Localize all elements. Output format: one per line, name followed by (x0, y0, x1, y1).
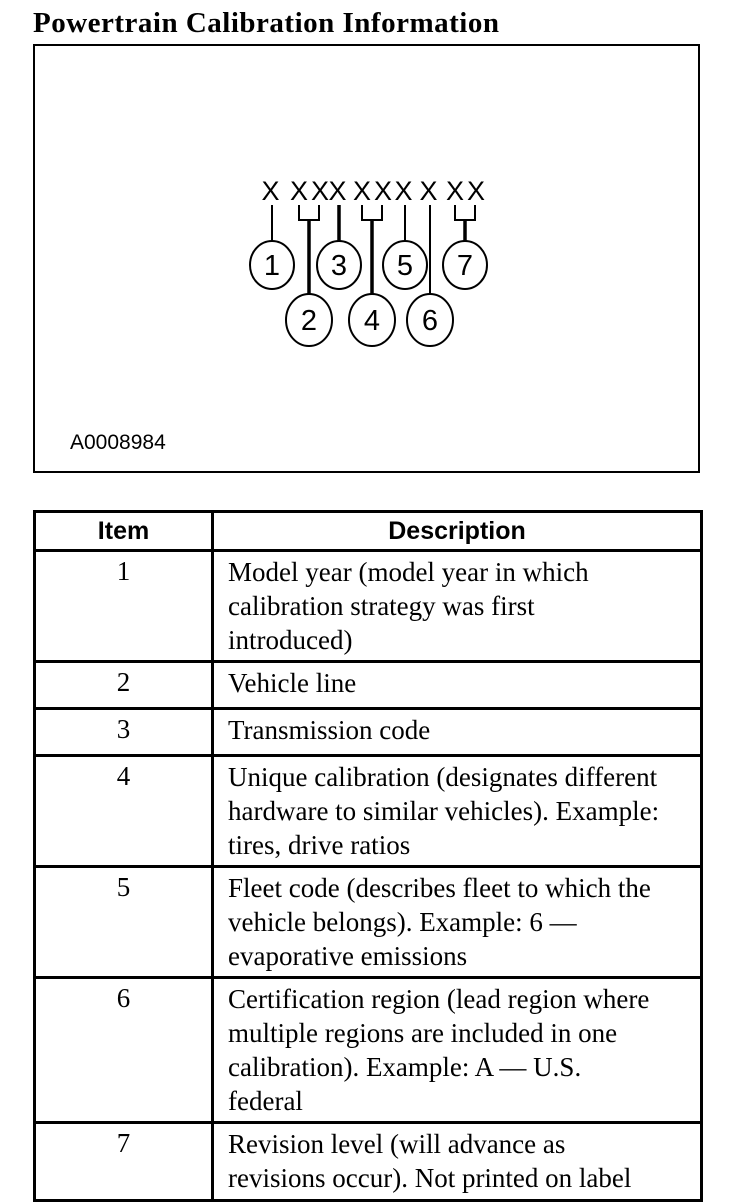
item-cell: 7 (33, 1121, 214, 1202)
callout-1-number: 1 (264, 250, 280, 282)
item-cell: 6 (33, 976, 214, 1124)
callout-7: 7 (442, 240, 488, 290)
callout-3: 3 (316, 240, 362, 290)
callout-6: 6 (406, 293, 454, 347)
calibration-code-diagram: X XX X XX X X XX (70, 176, 488, 454)
item-cell: 5 (33, 865, 214, 979)
code-group-7: XX (446, 176, 488, 206)
description-cell: Fleet code (describes fleet to which the… (211, 865, 703, 979)
code-group-4: XX (353, 176, 395, 206)
code-group-1: X (261, 176, 282, 206)
callout-5: 5 (382, 240, 428, 290)
table-header-description: Description (211, 510, 703, 552)
table-row: 5 Fleet code (describes fleet to which t… (33, 865, 703, 979)
code-group-6: X (419, 176, 440, 206)
item-cell: 2 (33, 660, 214, 710)
table-row: 3 Transmission code (33, 707, 703, 757)
table-row: 2 Vehicle line (33, 660, 703, 710)
callout-1: 1 (249, 240, 295, 290)
item-cell: 3 (33, 707, 214, 757)
callout-3-number: 3 (331, 250, 347, 282)
table-row: 4 Unique calibration (designates differe… (33, 754, 703, 868)
description-cell: Model year (model year in which calibrat… (211, 549, 703, 663)
callout-2: 2 (285, 293, 333, 347)
connector-lines (271, 205, 476, 295)
table-row: 6 Certification region (lead region wher… (33, 976, 703, 1124)
table-row: 1 Model year (model year in which calibr… (33, 549, 703, 663)
description-cell: Transmission code (211, 707, 703, 757)
table-row: 7 Revision level (will advance as revisi… (33, 1121, 703, 1202)
info-table: Item Description 1 Model year (model yea… (33, 510, 703, 1202)
figure-id-label: A0008984 (70, 431, 166, 454)
callout-2-number: 2 (301, 305, 317, 337)
code-group-2: XX (290, 176, 332, 206)
table-header-row: Item Description (33, 510, 703, 552)
code-group-5: X (394, 176, 415, 206)
callout-7-number: 7 (457, 250, 473, 282)
callout-4-number: 4 (364, 305, 380, 337)
callout-6-number: 6 (422, 305, 438, 337)
page-title: Powertrain Calibration Information (33, 7, 500, 39)
description-cell: Unique calibration (designates different… (211, 754, 703, 868)
calibration-code-text: X XX X XX X X XX (261, 176, 488, 206)
description-cell: Certification region (lead region where … (211, 976, 703, 1124)
item-cell: 1 (33, 549, 214, 663)
description-cell: Revision level (will advance as revision… (211, 1121, 703, 1202)
callout-4: 4 (348, 293, 396, 347)
item-cell: 4 (33, 754, 214, 868)
callout-5-number: 5 (397, 250, 413, 282)
description-cell: Vehicle line (211, 660, 703, 710)
code-group-3: X (328, 176, 349, 206)
calibration-code-figure: X XX X XX X X XX (33, 44, 700, 473)
table-header-item: Item (33, 510, 214, 552)
